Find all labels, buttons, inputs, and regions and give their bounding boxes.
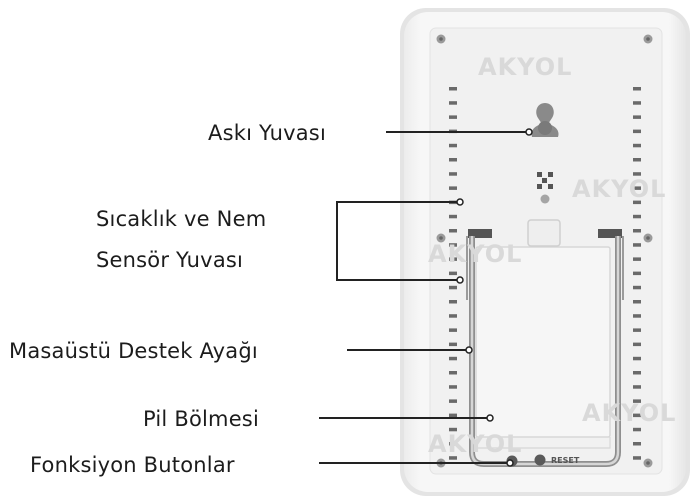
- vent-slot: [449, 158, 457, 162]
- label-sensor-slot-line2: Sensör Yuvası: [96, 248, 243, 272]
- vent-slot: [633, 371, 641, 375]
- vent-slot: [633, 427, 641, 432]
- vent-slot: [633, 87, 641, 91]
- vent-slot: [449, 456, 457, 460]
- vent-slot: [449, 186, 457, 190]
- leader-sensor-bracket: [336, 201, 458, 281]
- watermark-3: AKYOL: [428, 240, 522, 268]
- vent-slot: [449, 87, 457, 91]
- vent-slot: [633, 314, 641, 318]
- vent-slots-left: [449, 87, 457, 460]
- vent-slot: [449, 371, 457, 375]
- vent-slot: [449, 243, 457, 247]
- vent-slot: [449, 413, 457, 418]
- vent-slot: [633, 442, 641, 446]
- vent-slot: [633, 143, 641, 148]
- reset-label: RESET: [551, 456, 580, 465]
- vent-slot: [633, 172, 641, 176]
- vent-slot: [633, 385, 641, 389]
- label-hanger-slot: Askı Yuvası: [208, 121, 326, 145]
- vent-slot: [633, 271, 641, 276]
- vent-slot: [633, 285, 641, 290]
- vent-slot: [449, 285, 457, 290]
- watermark-5: AKYOL: [428, 430, 522, 458]
- sensor-holes: [537, 172, 553, 189]
- vent-slot: [449, 143, 457, 148]
- vent-slot: [449, 257, 457, 261]
- vent-slot: [633, 229, 641, 233]
- vent-slot: [633, 399, 641, 403]
- center-screw: [540, 194, 550, 204]
- vent-slot: [633, 456, 641, 460]
- label-battery-compartment: Pil Bölmesi: [143, 407, 259, 431]
- callout-labels: Askı Yuvası Sıcaklık ve Nem Sensör Yuvas…: [9, 121, 326, 477]
- vent-slot: [449, 101, 457, 105]
- label-sensor-slot-line1: Sıcaklık ve Nem: [96, 207, 266, 231]
- vent-slot: [633, 243, 641, 247]
- vent-slot: [449, 385, 457, 389]
- watermark-1: AKYOL: [478, 53, 572, 81]
- vent-slot: [633, 115, 641, 119]
- hanger-keyhole: [531, 103, 559, 137]
- watermark-2: AKYOL: [572, 175, 666, 203]
- vent-slot: [449, 214, 457, 219]
- vent-slot: [633, 214, 641, 219]
- label-desk-stand: Masaüstü Destek Ayağı: [9, 339, 258, 363]
- vent-slots-right: [633, 87, 641, 460]
- vent-slot: [449, 342, 457, 347]
- vent-slot: [633, 200, 641, 205]
- vent-slot: [633, 158, 641, 162]
- vent-slot: [449, 172, 457, 176]
- watermarks: AKYOL AKYOL AKYOL AKYOL AKYOL: [428, 53, 676, 458]
- watermark-4: AKYOL: [582, 399, 676, 427]
- vent-slot: [449, 115, 457, 119]
- vent-slot: [633, 328, 641, 332]
- vent-slot: [633, 300, 641, 304]
- vent-slot: [449, 300, 457, 304]
- vent-slot: [449, 314, 457, 318]
- vent-slot: [633, 413, 641, 418]
- vent-slot: [449, 328, 457, 332]
- vent-slot: [449, 442, 457, 446]
- desk-stand-wire: [466, 236, 624, 467]
- vent-slot: [449, 356, 457, 361]
- vent-slot: [633, 101, 641, 105]
- vent-slot: [633, 129, 641, 134]
- vent-slot: [633, 342, 641, 347]
- stand-slots: [468, 229, 622, 238]
- vent-slot: [449, 229, 457, 233]
- vent-slot: [449, 271, 457, 276]
- leader-lines: [319, 131, 527, 464]
- vent-slot: [633, 257, 641, 261]
- leader-end-dots: [456, 128, 533, 467]
- label-function-buttons: Fonksiyon Butonlar: [30, 453, 235, 477]
- vent-slot: [633, 186, 641, 190]
- battery-compartment-cover: [475, 219, 611, 449]
- vent-slot: [449, 427, 457, 432]
- vent-slot: [449, 399, 457, 403]
- vent-slot: [633, 356, 641, 361]
